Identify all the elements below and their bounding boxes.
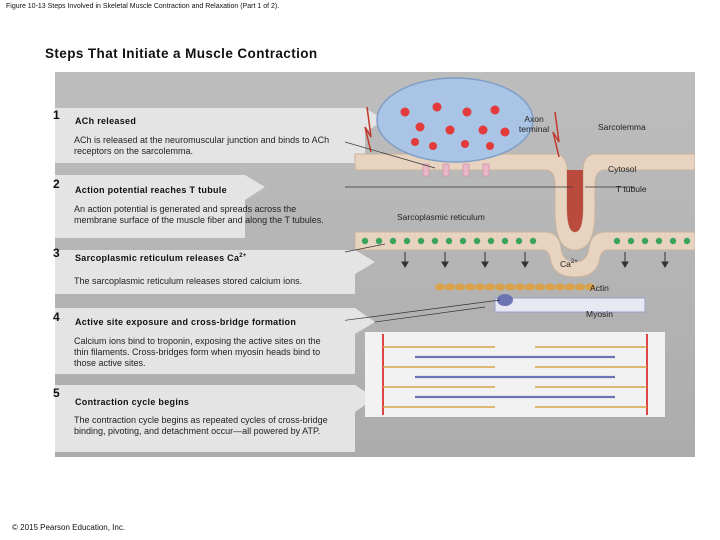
- t-tubule: [567, 170, 583, 232]
- main-title: Steps That Initiate a Muscle Contraction: [45, 46, 318, 61]
- actin-filament: [435, 283, 595, 291]
- calcium-ion-label: Ca2+: [560, 259, 578, 269]
- calcium-ions: [361, 237, 691, 245]
- step-2-bg: [55, 175, 265, 238]
- step-3-bg: [55, 250, 375, 294]
- t-tubule-label: T tubule: [616, 184, 647, 194]
- muscle-contraction-diagram: [345, 77, 695, 417]
- sarcoplasmic-reticulum: [354, 231, 695, 278]
- figure-caption: Figure 10-13 Steps Involved in Skeletal …: [6, 3, 280, 10]
- sarcolemma-label: Sarcolemma: [598, 122, 646, 132]
- step-4-bg: [55, 308, 375, 374]
- step-5-title: Contraction cycle begins: [75, 397, 190, 407]
- sarcoplasmic-reticulum-label: Sarcoplasmic reticulum: [397, 212, 485, 222]
- myosin-label: Myosin: [586, 309, 613, 319]
- sarcomere: [365, 332, 665, 417]
- step-4-body: Calcium ions bind to troponin, exposing …: [74, 336, 321, 368]
- step-2-body: An action potential is generated and spr…: [74, 204, 324, 225]
- axon-terminal: [376, 77, 534, 163]
- step-5-body: The contraction cycle begins as repeated…: [74, 415, 328, 436]
- myosin-head: [497, 294, 513, 306]
- ach-vesicles: [400, 102, 510, 150]
- step-2-title: Action potential reaches T tubule: [75, 185, 227, 195]
- step-5-bg: [55, 385, 375, 452]
- step-1-number: 1: [53, 108, 60, 122]
- step-1-bg: [55, 108, 385, 163]
- cytosol-label: Cytosol: [608, 164, 637, 174]
- step-backgrounds: [55, 108, 385, 452]
- step-3-body: The sarcoplasmic reticulum releases stor…: [74, 276, 303, 286]
- step-3-number: 3: [53, 246, 60, 260]
- myosin-thick-filament: [494, 297, 646, 313]
- step-2-number: 2: [53, 177, 60, 191]
- calcium-release-arrows: [401, 252, 669, 268]
- step-5-number: 5: [53, 386, 60, 400]
- step-1-title: ACh released: [75, 116, 137, 126]
- action-potential-arrows: [364, 106, 560, 158]
- step-4-number: 4: [53, 310, 60, 324]
- copyright-notice: © 2015 Pearson Education, Inc.: [12, 523, 126, 532]
- step-3-title: Sarcoplasmic reticulum releases Ca2+: [75, 253, 247, 263]
- label-leader-lines: [345, 141, 635, 323]
- step-4-title: Active site exposure and cross-bridge fo…: [75, 317, 297, 327]
- step-1-body: ACh is released at the neuromuscular jun…: [74, 135, 330, 156]
- ach-receptors: [422, 163, 490, 177]
- axon-terminal-label: Axon terminal: [518, 114, 550, 134]
- actin-label: Actin: [590, 283, 609, 293]
